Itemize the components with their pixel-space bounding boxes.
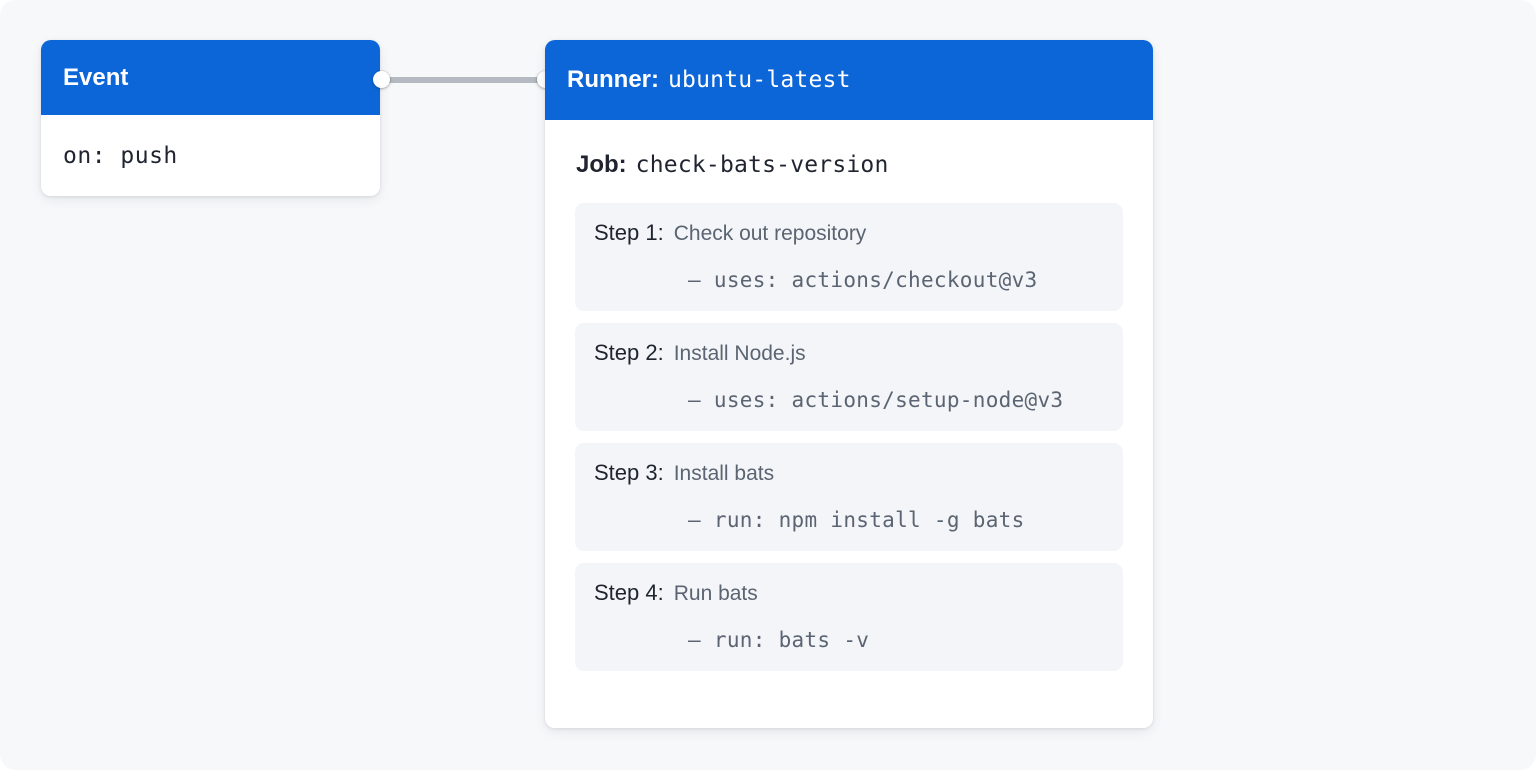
runner-node[interactable]: Runner: ubuntu-latest Job: check-bats-ve… [545,40,1153,728]
step-number: Step 4: [594,580,664,605]
event-trigger-code: on: push [63,142,178,169]
step-card[interactable]: Step 2: Install Node.js — uses: actions/… [575,323,1123,431]
step-number: Step 1: [594,220,664,245]
step-command: — run: bats -v [688,628,870,652]
step-title: Install Node.js [673,342,806,365]
job-line: Job: check-bats-version [575,120,1123,203]
step-card[interactable]: Step 4: Run bats — run: bats -v [575,563,1123,671]
step-card[interactable]: Step 3: Install bats — run: npm install … [575,443,1123,551]
job-label: Job: [576,151,627,178]
job-value: check-bats-version [635,152,889,178]
event-node-body: on: push [41,115,380,196]
step-title-row: Step 1: Check out repository [594,220,1104,246]
step-number: Step 2: [594,340,664,365]
connector-line [382,77,545,83]
step-card[interactable]: Step 1: Check out repository — uses: act… [575,203,1123,311]
runner-label: Runner: [567,66,659,93]
steps-list: Step 1: Check out repository — uses: act… [575,203,1123,671]
runner-node-body: Job: check-bats-version Step 1: Check ou… [545,120,1153,728]
step-title: Install bats [673,462,775,485]
step-title-row: Step 2: Install Node.js [594,340,1104,366]
runner-value: ubuntu-latest [668,66,851,93]
step-command: — run: npm install -g bats [688,508,1025,532]
event-node[interactable]: Event on: push [41,40,380,196]
step-command: — uses: actions/checkout@v3 [688,268,1038,292]
step-title: Check out repository [673,222,867,245]
step-command: — uses: actions/setup-node@v3 [688,388,1064,412]
event-node-title: Event [63,63,129,91]
step-title-row: Step 4: Run bats [594,580,1104,606]
step-title: Run bats [673,582,758,605]
step-title-row: Step 3: Install bats [594,460,1104,486]
connector-port-event-output[interactable] [373,71,390,88]
event-node-header: Event [41,40,380,115]
runner-node-header: Runner: ubuntu-latest [545,40,1153,120]
step-number: Step 3: [594,460,664,485]
